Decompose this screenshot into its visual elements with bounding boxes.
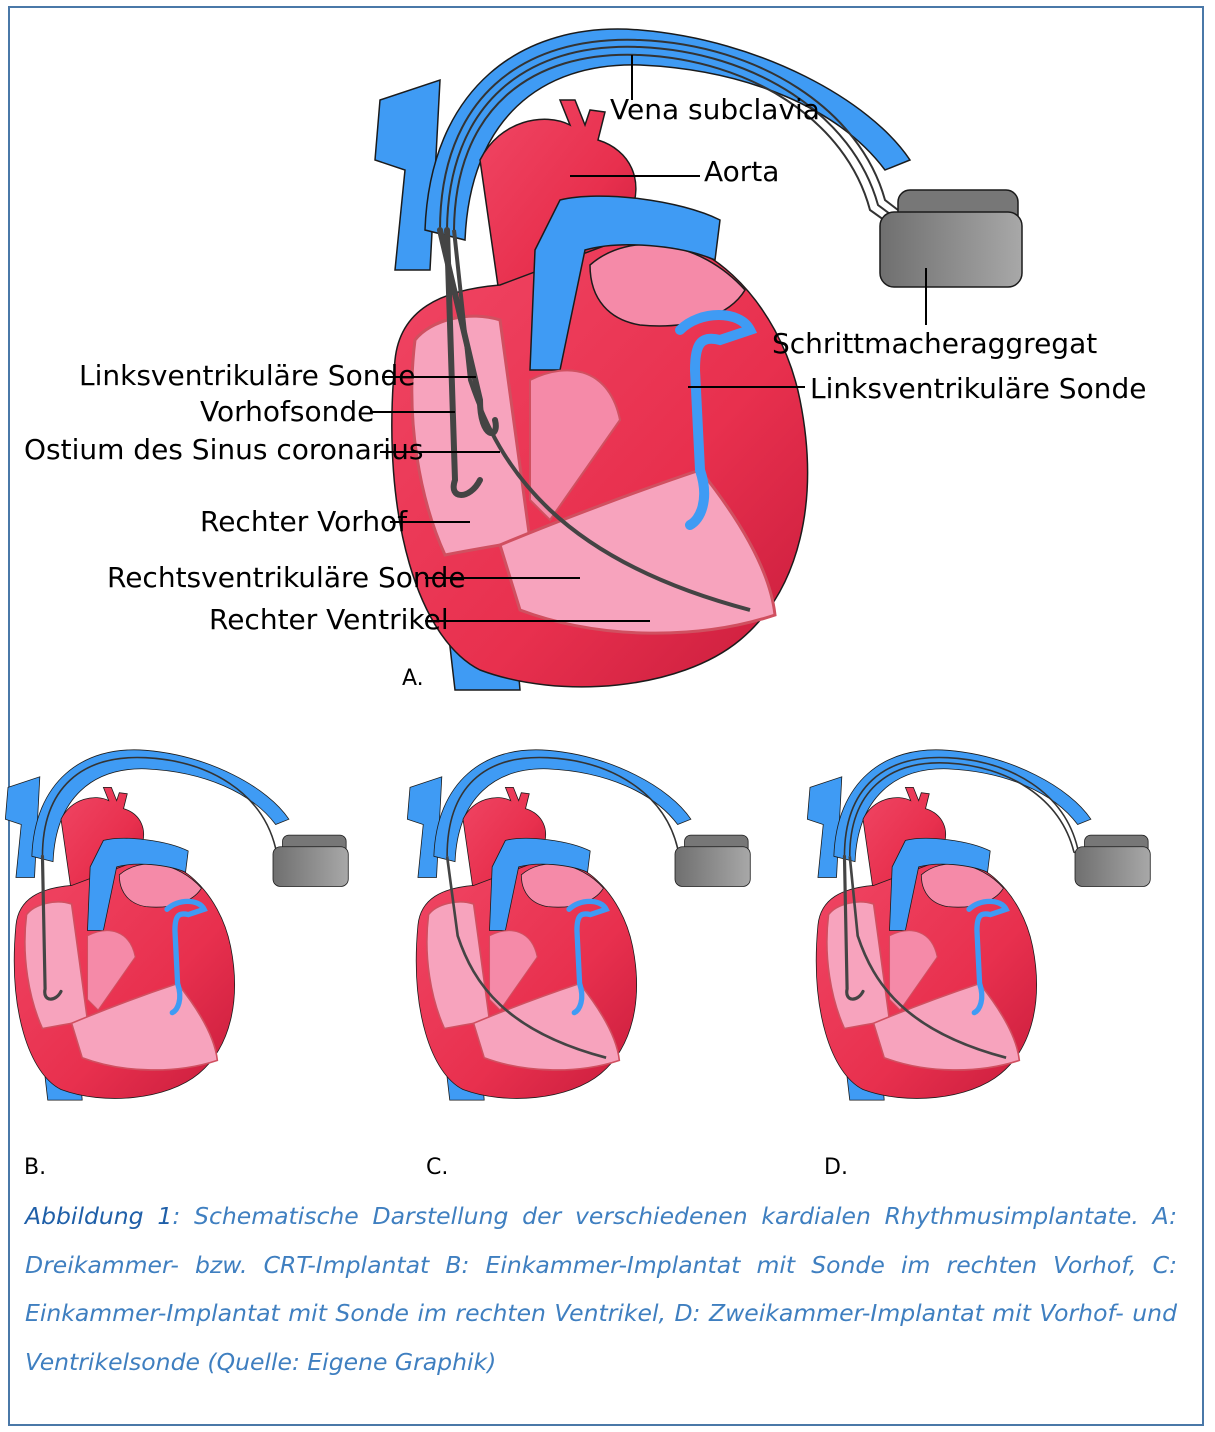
label-linksventrikulaere-sonde-left: Linksventrikuläre Sonde: [79, 362, 415, 390]
label-figure-b: B.: [24, 1157, 46, 1179]
figure-b-illustration: [5, 750, 348, 1100]
label-rechtsventrikulaere-sonde: Rechtsventrikuläre Sonde: [107, 564, 466, 592]
label-figure-a: A.: [402, 668, 424, 690]
label-linksventrikulaere-sonde-right: Linksventrikuläre Sonde: [810, 375, 1146, 403]
label-aorta: Aorta: [704, 158, 779, 186]
label-rechter-ventrikel: Rechter Ventrikel: [209, 606, 449, 634]
label-schrittmacheraggregat: Schrittmacheraggregat: [772, 330, 1097, 358]
figure-d-illustration: [807, 750, 1150, 1100]
pacemaker-device-a: [880, 190, 1022, 287]
figure-caption: Abbildung 1: Schematische Darstellung de…: [25, 1192, 1177, 1386]
label-vena-subclavia: Vena subclavia: [610, 96, 820, 124]
label-figure-c: C.: [426, 1157, 448, 1179]
label-rechter-vorhof: Rechter Vorhof: [200, 508, 407, 536]
label-figure-d: D.: [824, 1157, 848, 1179]
caption-text: : Schematische Darstellung der verschied…: [25, 1202, 1177, 1376]
label-vorhofsonde: Vorhofsonde: [200, 398, 374, 426]
figure-c-illustration: [407, 750, 750, 1100]
label-ostium: Ostium des Sinus coronarius: [24, 436, 423, 464]
caption-title: Abbildung 1: [25, 1202, 172, 1230]
